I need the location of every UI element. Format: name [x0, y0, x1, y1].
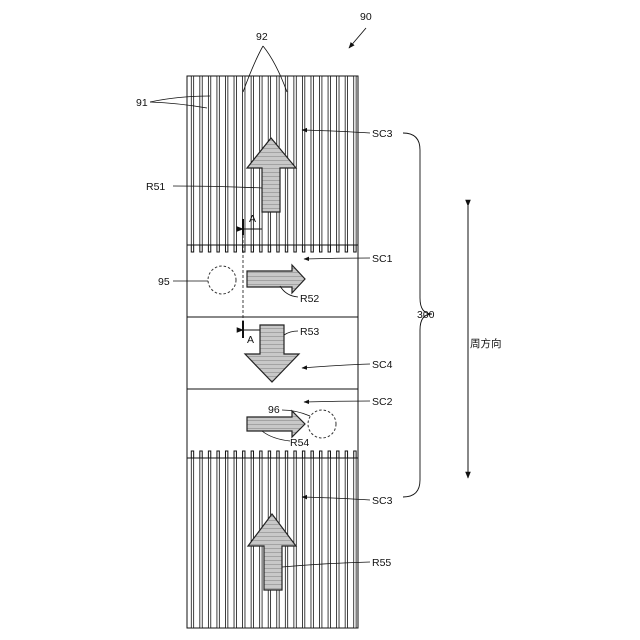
rib-groove — [302, 76, 304, 245]
rib-groove — [354, 458, 356, 628]
label-96: 96 — [268, 404, 280, 416]
label-sc2: SC2 — [372, 396, 393, 408]
rib-groove — [328, 76, 330, 245]
rib-groove — [320, 458, 322, 628]
label-r53: R53 — [300, 326, 319, 338]
label-90: 90 — [360, 11, 372, 23]
label-sc1: SC1 — [372, 253, 393, 265]
label-91: 91 — [136, 97, 148, 109]
rib-groove — [234, 76, 236, 245]
section-label-a-bottom: A — [247, 334, 254, 346]
rib-groove — [354, 76, 356, 245]
label-r54: R54 — [290, 437, 309, 449]
rib-groove — [208, 76, 210, 245]
rib-groove — [294, 76, 296, 245]
rib-groove — [191, 458, 193, 628]
label-sc4: SC4 — [372, 359, 393, 371]
label-r52: R52 — [300, 293, 319, 305]
label-sc3-bottom: SC3 — [372, 495, 393, 507]
label-sc3-top: SC3 — [372, 128, 393, 140]
rib-groove — [345, 458, 347, 628]
label-direction: 周方向 — [470, 337, 502, 350]
label-300: 300 — [417, 309, 435, 321]
label-r55: R55 — [372, 557, 391, 569]
label-92: 92 — [256, 31, 268, 43]
rib-groove — [200, 76, 202, 245]
rib-groove — [191, 76, 193, 245]
rib-groove — [311, 76, 313, 245]
rib-groove — [200, 458, 202, 628]
rib-groove — [302, 458, 304, 628]
rib-groove — [345, 76, 347, 245]
rib-groove — [320, 76, 322, 245]
rib-groove — [217, 76, 219, 245]
label-95: 95 — [158, 276, 170, 288]
rib-groove — [234, 458, 236, 628]
rib-groove — [225, 76, 227, 245]
rib-groove — [328, 458, 330, 628]
rib-groove — [217, 458, 219, 628]
rib-groove — [337, 458, 339, 628]
rib-groove — [243, 458, 245, 628]
rib-groove — [208, 458, 210, 628]
rib-groove — [337, 76, 339, 245]
label-r51: R51 — [146, 181, 165, 193]
rib-groove — [311, 458, 313, 628]
rib-groove — [225, 458, 227, 628]
section-label-a-top: A — [249, 213, 256, 225]
leader-90 — [349, 28, 366, 48]
